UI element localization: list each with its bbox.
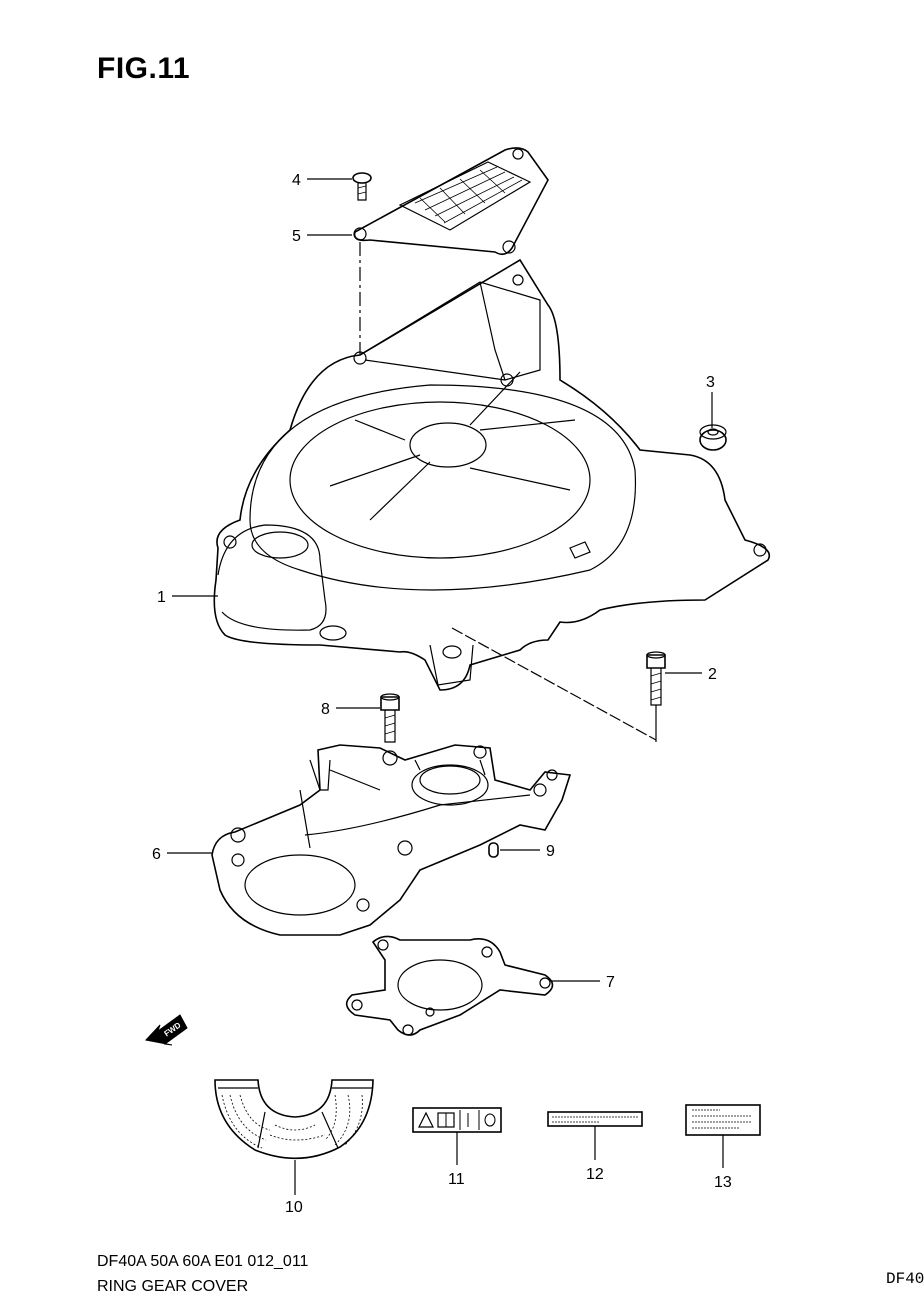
callout-5: 5: [292, 228, 301, 245]
part-1-ring-gear-cover: [213, 258, 770, 691]
callout-8: 8: [321, 701, 330, 718]
part-3-grommet: [699, 424, 727, 451]
callout-13: 13: [714, 1174, 732, 1191]
callout-7: 7: [606, 974, 615, 991]
part-5-mesh-cover: [353, 147, 549, 256]
footer-model-code: DF40A 50A 60A E01 012_011: [97, 1253, 309, 1270]
part-6-lower-cover-plate: [211, 744, 572, 936]
callout-10: 10: [285, 1199, 303, 1216]
part-10-half-round-guard: [214, 1079, 374, 1160]
part-8-bolt: [380, 693, 400, 743]
part-4-screw: [352, 172, 372, 201]
leader-lines: [167, 178, 724, 1195]
callout-6: 6: [152, 846, 161, 863]
callout-3: 3: [706, 374, 715, 391]
part-2-bolt: [646, 651, 666, 706]
callout-1: 1: [157, 589, 166, 606]
callout-4: 4: [292, 172, 301, 189]
callout-9: 9: [546, 843, 555, 860]
part-7-gasket: [345, 935, 554, 1036]
footer-section-title: RING GEAR COVER: [97, 1278, 249, 1295]
callout-12: 12: [586, 1166, 604, 1183]
fwd-direction-arrow: FWD: [145, 1014, 188, 1046]
callout-11: 11: [448, 1171, 465, 1188]
part-9-dowel-pin: [488, 842, 499, 858]
figure-title: FIG.11: [97, 52, 191, 85]
footer-page-code: DF40: [886, 1270, 924, 1288]
part-11-warning-label: [412, 1107, 502, 1133]
callout-numbers: 4 5 3 1 2 8 6 9 7 10 11 12 13: [152, 172, 732, 1216]
part-12-label: [547, 1111, 643, 1127]
part-13-label: [685, 1104, 761, 1136]
callout-2: 2: [708, 666, 717, 683]
